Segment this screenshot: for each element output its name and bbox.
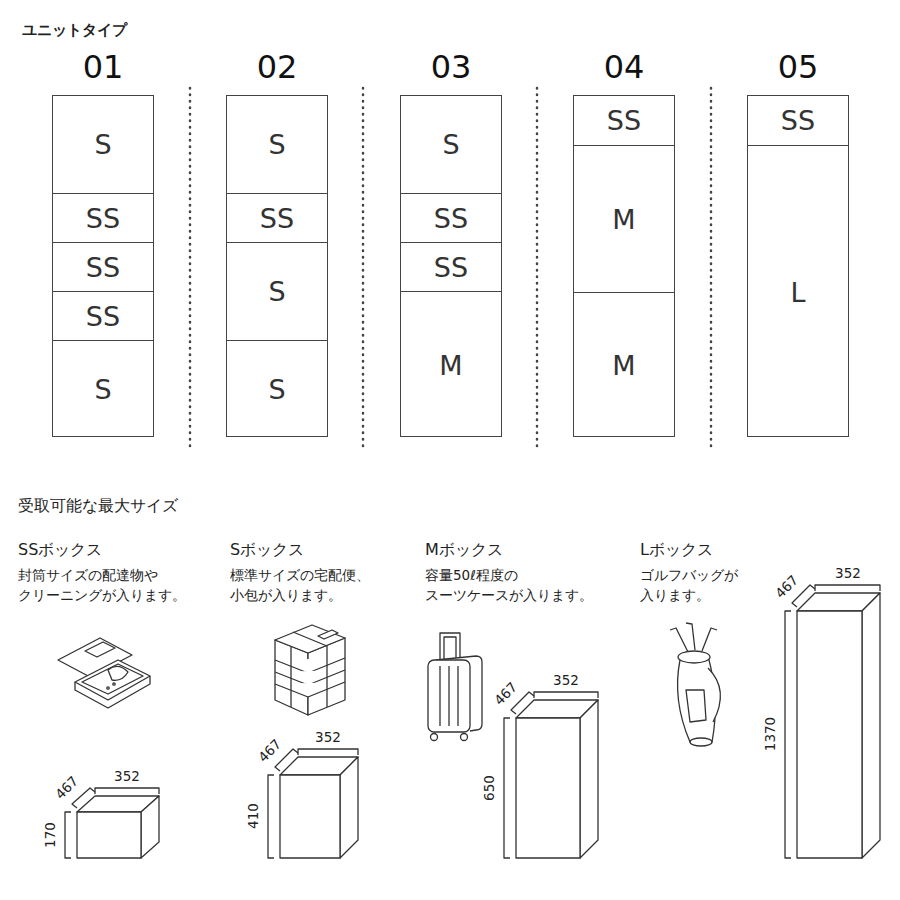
locker-box: SS [748,96,848,145]
dimension-height: 1370 [764,717,778,751]
box-size-label: S [94,129,111,160]
golf-bag-illustration [670,623,720,746]
box-side-face [580,700,598,858]
depth-bracket [511,692,534,714]
width-bracket [298,749,358,755]
column-separators [190,88,711,446]
depth-bracket [792,585,815,607]
unit-column: 03SSSSSM [400,95,502,437]
box-side-face [340,757,358,858]
box-size-label: SS [86,203,120,234]
dimension-depth: 467 [492,680,520,708]
locker-box: SS [401,242,501,291]
box-side-face [862,593,880,858]
box-size-label: M [612,350,635,381]
unit-type-number: 01 [33,46,173,88]
unit-type-number: 05 [728,46,868,88]
box-front-face [516,718,580,858]
height-bracket [268,775,274,858]
dimension-height: 650 [483,775,497,801]
height-bracket [504,718,510,858]
unit-type-number: 04 [554,46,694,88]
section-heading: 受取可能な最大サイズ [18,494,178,517]
box-heading: Lボックス [640,538,713,561]
box-outline [785,585,880,858]
parcel-illustration [275,625,345,715]
locker-box: M [401,291,501,438]
box-front-face [77,812,141,858]
box-description: 標準サイズの宅配便、 小包が入ります。 [230,566,395,605]
depth-bracket [275,749,298,771]
locker-box: S [227,242,327,340]
box-size-label: SS [260,203,294,234]
unit-column: 01SSSSSSSS [52,95,154,437]
box-size-label: S [442,129,459,160]
dimension-width: 352 [114,770,140,784]
box-heading: Mボックス [425,538,503,561]
suitcase-illustration [428,633,482,741]
box-size-label: M [612,204,635,235]
box-side-face [141,796,159,858]
dimension-depth: 467 [53,774,81,802]
box-heading: SSボックス [18,538,102,561]
box-front-face [797,611,862,858]
box-size-label: SS [434,252,468,283]
dimension-depth: 467 [773,573,801,601]
box-front-face [280,775,340,858]
unit-type-number: 03 [381,46,521,88]
box-description: ゴルフバッグが 入ります。 [640,566,752,605]
dimension-depth: 467 [256,737,284,765]
box-description: 容量50ℓ程度の スーツケースが入ります。 [425,566,603,605]
shirt-box-illustration [58,638,150,708]
box-outline [504,692,598,858]
box-size-label: SS [781,105,815,136]
locker-box: SS [53,291,153,340]
dimension-height: 170 [44,822,58,848]
box-size-label: S [268,374,285,405]
locker-box: SS [574,96,674,145]
unit-type-number: 02 [207,46,347,88]
locker-box: S [401,96,501,193]
width-bracket [95,788,159,794]
locker-box: SS [227,193,327,242]
locker-box: S [53,96,153,193]
locker-box: SS [53,242,153,291]
dimension-height: 410 [247,803,261,829]
box-size-label: S [94,374,111,405]
locker-box: M [574,292,674,438]
locker-box: SS [53,193,153,242]
locker-box: S [53,340,153,438]
box-outline [65,788,159,858]
box-size-label: SS [434,203,468,234]
box-size-label: S [268,276,285,307]
locker-box: S [227,96,327,193]
box-size-label: SS [607,105,641,136]
width-bracket [534,692,598,698]
dimension-width: 352 [315,731,341,745]
box-size-label: S [268,129,285,160]
locker-box: L [748,145,848,438]
width-bracket [815,585,880,591]
box-heading: Sボックス [230,538,304,561]
box-size-label: L [790,277,805,308]
locker-box: SS [401,193,501,242]
height-bracket [785,611,791,858]
unit-column: 02SSSSS [226,95,328,437]
box-size-label: M [439,350,462,381]
locker-box: S [227,340,327,438]
height-bracket [65,812,71,858]
box-outline [268,749,358,858]
dimension-width: 352 [835,567,861,581]
box-size-label: SS [86,252,120,283]
locker-box: M [574,145,674,292]
box-size-label: SS [86,301,120,332]
box-description: 封筒サイズの配達物や クリーニングが入ります。 [18,566,196,605]
unit-column: 05SSL [747,95,849,437]
dimension-width: 352 [553,674,579,688]
diagram-title: ユニットタイプ [22,20,127,42]
unit-column: 04SSMM [573,95,675,437]
depth-bracket [72,788,95,808]
